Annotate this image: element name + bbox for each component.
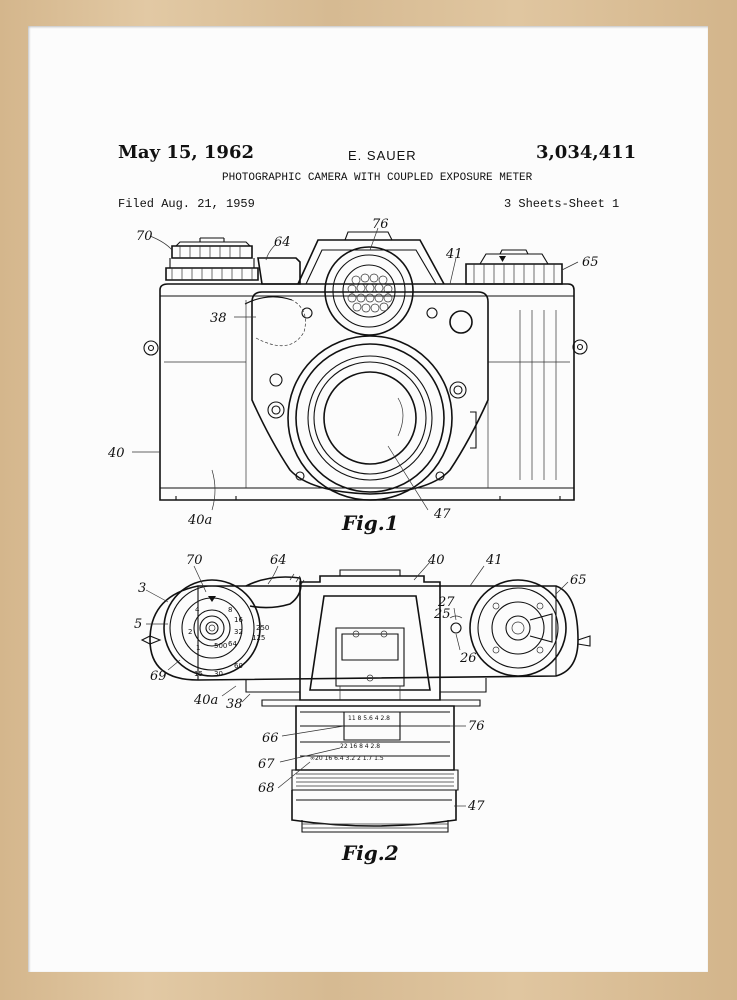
svg-text:2: 2 [188,628,192,636]
ref-5: 5 [134,617,142,632]
patent-sheet-count: 3 Sheets-Sheet 1 [504,197,620,211]
ref-41: 41 [445,247,463,262]
patent-date: May 15, 1962 [118,142,254,163]
svg-text:500: 500 [214,642,227,650]
ref-65: 65 [570,573,587,588]
paper-mat [28,26,708,972]
svg-text:8: 8 [228,606,232,614]
ref-70: 70 [186,553,203,568]
fig1-caption: Fig.1 [341,511,399,535]
ref-27: 27 [437,595,455,610]
meter-honeycomb-cells [347,273,393,313]
svg-text:1: 1 [196,644,200,652]
shutter-dial-numbers: 8 16 32 64 125 250 500 15 30 60 4 2 1 [188,606,269,678]
patent-filed-date: Filed Aug. 21, 1959 [118,197,255,211]
ref-41: 41 [485,553,503,568]
ref-76: 76 [468,719,485,734]
fig2-reference-numerals: 70 64 40 41 65 3 5 69 40a 38 27 25 26 66… [134,553,587,865]
ref-40a: 40a [193,693,218,708]
depth-scale-text: 22 16 8 4 2.8 [340,743,380,750]
svg-text:32: 32 [234,628,243,636]
ref-64: 64 [274,235,291,250]
ref-38: 38 [226,697,243,712]
ref-38: 38 [210,311,227,326]
ref-68: 68 [258,781,275,796]
ref-64: 64 [270,553,287,568]
ref-25: 25 [433,607,451,622]
fig2-top-view: 8 16 32 64 125 250 500 15 30 60 4 2 1 [140,569,591,833]
fig2-caption: Fig.2 [341,841,399,865]
fig2-leader-lines [145,561,569,807]
ref-67: 67 [258,757,275,772]
patent-number: 3,034,411 [536,142,637,163]
svg-text:30: 30 [214,670,223,678]
ref-40a: 40a [187,513,212,528]
svg-text:4: 4 [195,606,200,614]
svg-text:64: 64 [228,640,237,648]
ref-3: 3 [138,581,146,596]
ref-66: 66 [262,731,279,746]
fig1-leader-lines [132,227,579,511]
patent-title: PHOTOGRAPHIC CAMERA WITH COUPLED EXPOSUR… [222,172,533,184]
fig1-reference-numerals: 70 64 76 41 65 38 40 40a 47 Fig.1 [107,217,599,535]
svg-text:60: 60 [234,662,243,670]
ref-65: 65 [582,255,599,270]
ref-47: 47 [467,799,485,814]
aperture-scale-text: 11 8 5.6 4 2.8 [348,715,390,722]
ref-40: 40 [107,446,125,461]
svg-text:15: 15 [194,670,203,678]
svg-text:16: 16 [234,616,243,624]
svg-text:250: 250 [256,624,269,632]
ref-40: 40 [427,553,445,568]
ref-76: 76 [372,217,389,232]
ref-47: 47 [433,507,451,522]
ref-70: 70 [136,229,153,244]
ref-26: 26 [459,651,477,666]
svg-text:125: 125 [252,634,265,642]
distance-scale-text: ∞20 16 6.4 3.2 2 1.7 1.5 [310,755,384,762]
ref-69: 69 [150,669,167,684]
fig1-front-view [143,231,588,501]
patent-inventor: E. SAUER [348,148,417,163]
